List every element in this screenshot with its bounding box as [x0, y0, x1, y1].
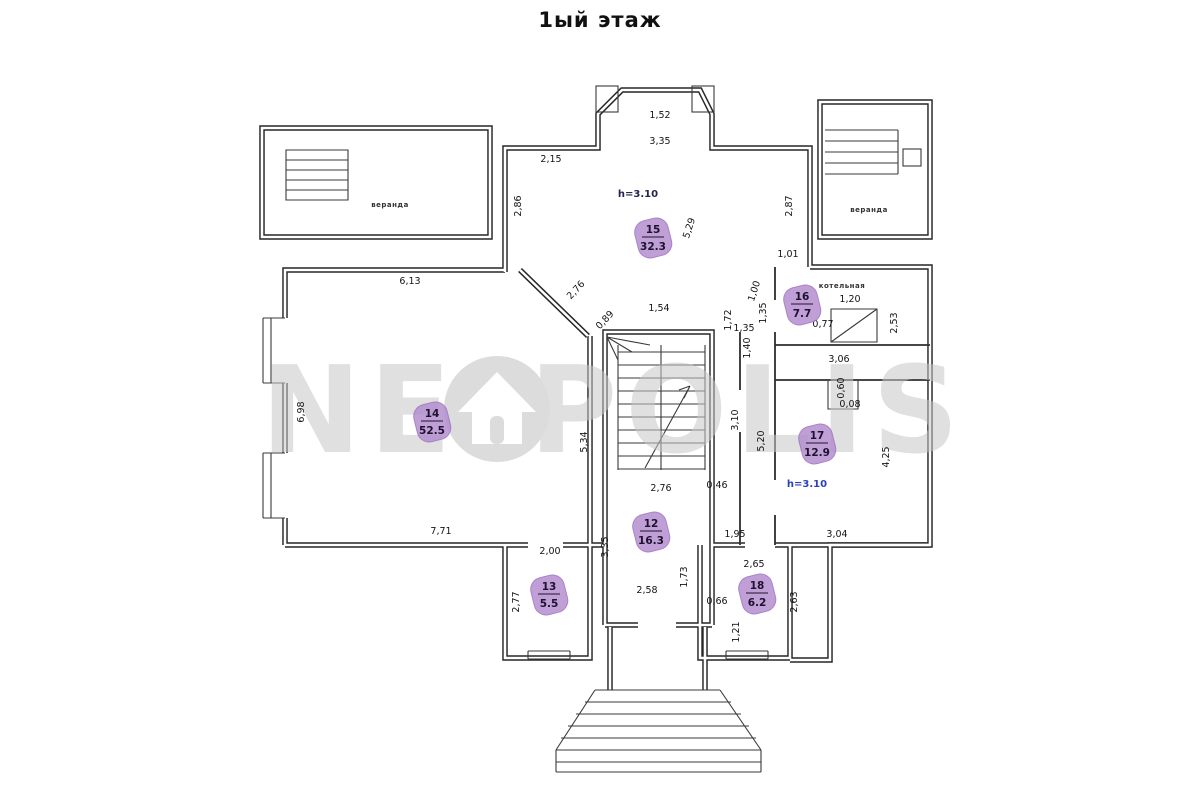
dimension-label: 1,95 — [724, 529, 745, 540]
dimension-label: 1,73 — [679, 566, 690, 587]
dimension-label: 2,76 — [565, 279, 587, 302]
room-number: 17 — [810, 430, 825, 442]
interior-partitions — [739, 267, 930, 545]
room-name-label: веранда — [371, 201, 409, 209]
room-label-highlight — [530, 574, 569, 616]
bay-pilaster-right — [691, 85, 715, 113]
dimension-label: 2,15 — [540, 154, 561, 165]
dimension-label: 1,20 — [839, 294, 860, 305]
dimension-label: 2,65 — [743, 559, 764, 570]
watermark-logo — [444, 356, 550, 462]
dimension-label: 2,87 — [784, 195, 795, 216]
room-label-highlight — [632, 511, 671, 553]
dimension-label: 0,89 — [594, 309, 616, 332]
plan-details — [262, 85, 922, 773]
room-label-highlight — [413, 401, 452, 443]
room-area: 32.3 — [640, 241, 666, 253]
room-label-highlight — [738, 573, 777, 615]
room-area: 12.9 — [804, 447, 830, 459]
room-label — [783, 284, 822, 326]
main-staircase-winders — [606, 336, 651, 361]
ceiling-height-label: h=3.10 — [618, 189, 658, 200]
room-number: 18 — [750, 580, 765, 592]
dimension-label: 1,40 — [742, 337, 753, 358]
dimension-label: 0,08 — [839, 399, 860, 410]
room-label — [798, 423, 837, 465]
porch-window — [902, 148, 922, 167]
dimension-label: 3,06 — [828, 354, 849, 365]
dimension-label: 1,01 — [777, 249, 798, 260]
room-name-label: котельная — [819, 282, 865, 290]
dimension-label: 2,86 — [513, 195, 524, 216]
dimension-label: 1,35 — [733, 323, 754, 334]
dimension-label: 3,35 — [600, 536, 611, 557]
dimension-label: 7,71 — [430, 526, 451, 537]
room-number: 12 — [644, 518, 659, 530]
entrance-steps — [555, 689, 762, 773]
room-number: 15 — [646, 224, 661, 236]
dimension-label: 2,58 — [636, 585, 657, 596]
room-area: 6.2 — [748, 597, 767, 609]
left-porch-stairs — [285, 149, 349, 201]
dimension-label: 0,46 — [706, 480, 727, 491]
stair-direction-arrow — [644, 385, 691, 469]
room-label-highlight — [783, 284, 822, 326]
dimension-label: 3,10 — [730, 409, 741, 430]
dimension-label: 2,00 — [539, 546, 560, 557]
dimension-label: 5,20 — [756, 430, 767, 451]
labels-layer: 1,523,352,152,865,292,871,011,001,351,20… — [296, 110, 900, 643]
room-area: 16.3 — [638, 535, 664, 547]
room-number: 13 — [542, 581, 557, 593]
window-left-1 — [262, 317, 285, 384]
dimension-label: 2,76 — [650, 483, 671, 494]
room-area: 7.7 — [793, 308, 812, 320]
dimension-label: 1,52 — [649, 110, 670, 121]
room-number: 16 — [795, 291, 810, 303]
room-label — [632, 511, 671, 553]
watermark: NE POLIS — [261, 342, 967, 481]
dimension-label: 6,98 — [296, 401, 307, 422]
room-area: 5.5 — [540, 598, 559, 610]
room-area: 52.5 — [419, 425, 445, 437]
room-label-highlight — [798, 423, 837, 465]
room-label — [634, 217, 673, 259]
dimension-label: 0,60 — [836, 377, 847, 398]
dimension-label: 5,34 — [579, 431, 590, 452]
room-number: 14 — [425, 408, 440, 420]
bay-pilaster-left — [595, 85, 619, 113]
right-porch-stairs — [825, 129, 899, 175]
dimension-label: 2,53 — [889, 312, 900, 333]
dimension-label: 6,13 — [399, 276, 420, 287]
main-staircase-treads — [617, 345, 706, 470]
dimension-label: 3,35 — [649, 136, 670, 147]
ceiling-height-label: h=3.10 — [787, 479, 827, 490]
room-label — [413, 401, 452, 443]
room-label — [530, 574, 569, 616]
page-title: 1ый этаж — [538, 8, 662, 32]
dimension-label: 2,63 — [789, 591, 800, 612]
dimension-label: 1,21 — [731, 621, 742, 642]
dimension-label: 3,04 — [826, 529, 847, 540]
window-room13 — [527, 650, 571, 660]
room-label — [738, 573, 777, 615]
wall-niche — [827, 381, 859, 410]
flue-shaft — [830, 308, 878, 343]
room-name-label: веранда — [850, 206, 888, 214]
dimension-label: 5,29 — [681, 216, 698, 240]
dimension-label: 1,00 — [746, 279, 763, 303]
dimension-label: 4,25 — [881, 446, 892, 467]
dimension-label: 2,77 — [511, 591, 522, 612]
dimension-label: 1,35 — [758, 302, 769, 323]
window-room18 — [725, 650, 769, 660]
watermark-text-right: POLIS — [529, 342, 967, 481]
dimension-label: 1,72 — [723, 309, 734, 330]
window-left-2 — [262, 452, 285, 519]
room-label-highlight — [634, 217, 673, 259]
dimension-label: 0,77 — [812, 319, 833, 330]
dimension-label: 1,54 — [648, 303, 669, 314]
dimension-label: 0,66 — [706, 596, 727, 607]
